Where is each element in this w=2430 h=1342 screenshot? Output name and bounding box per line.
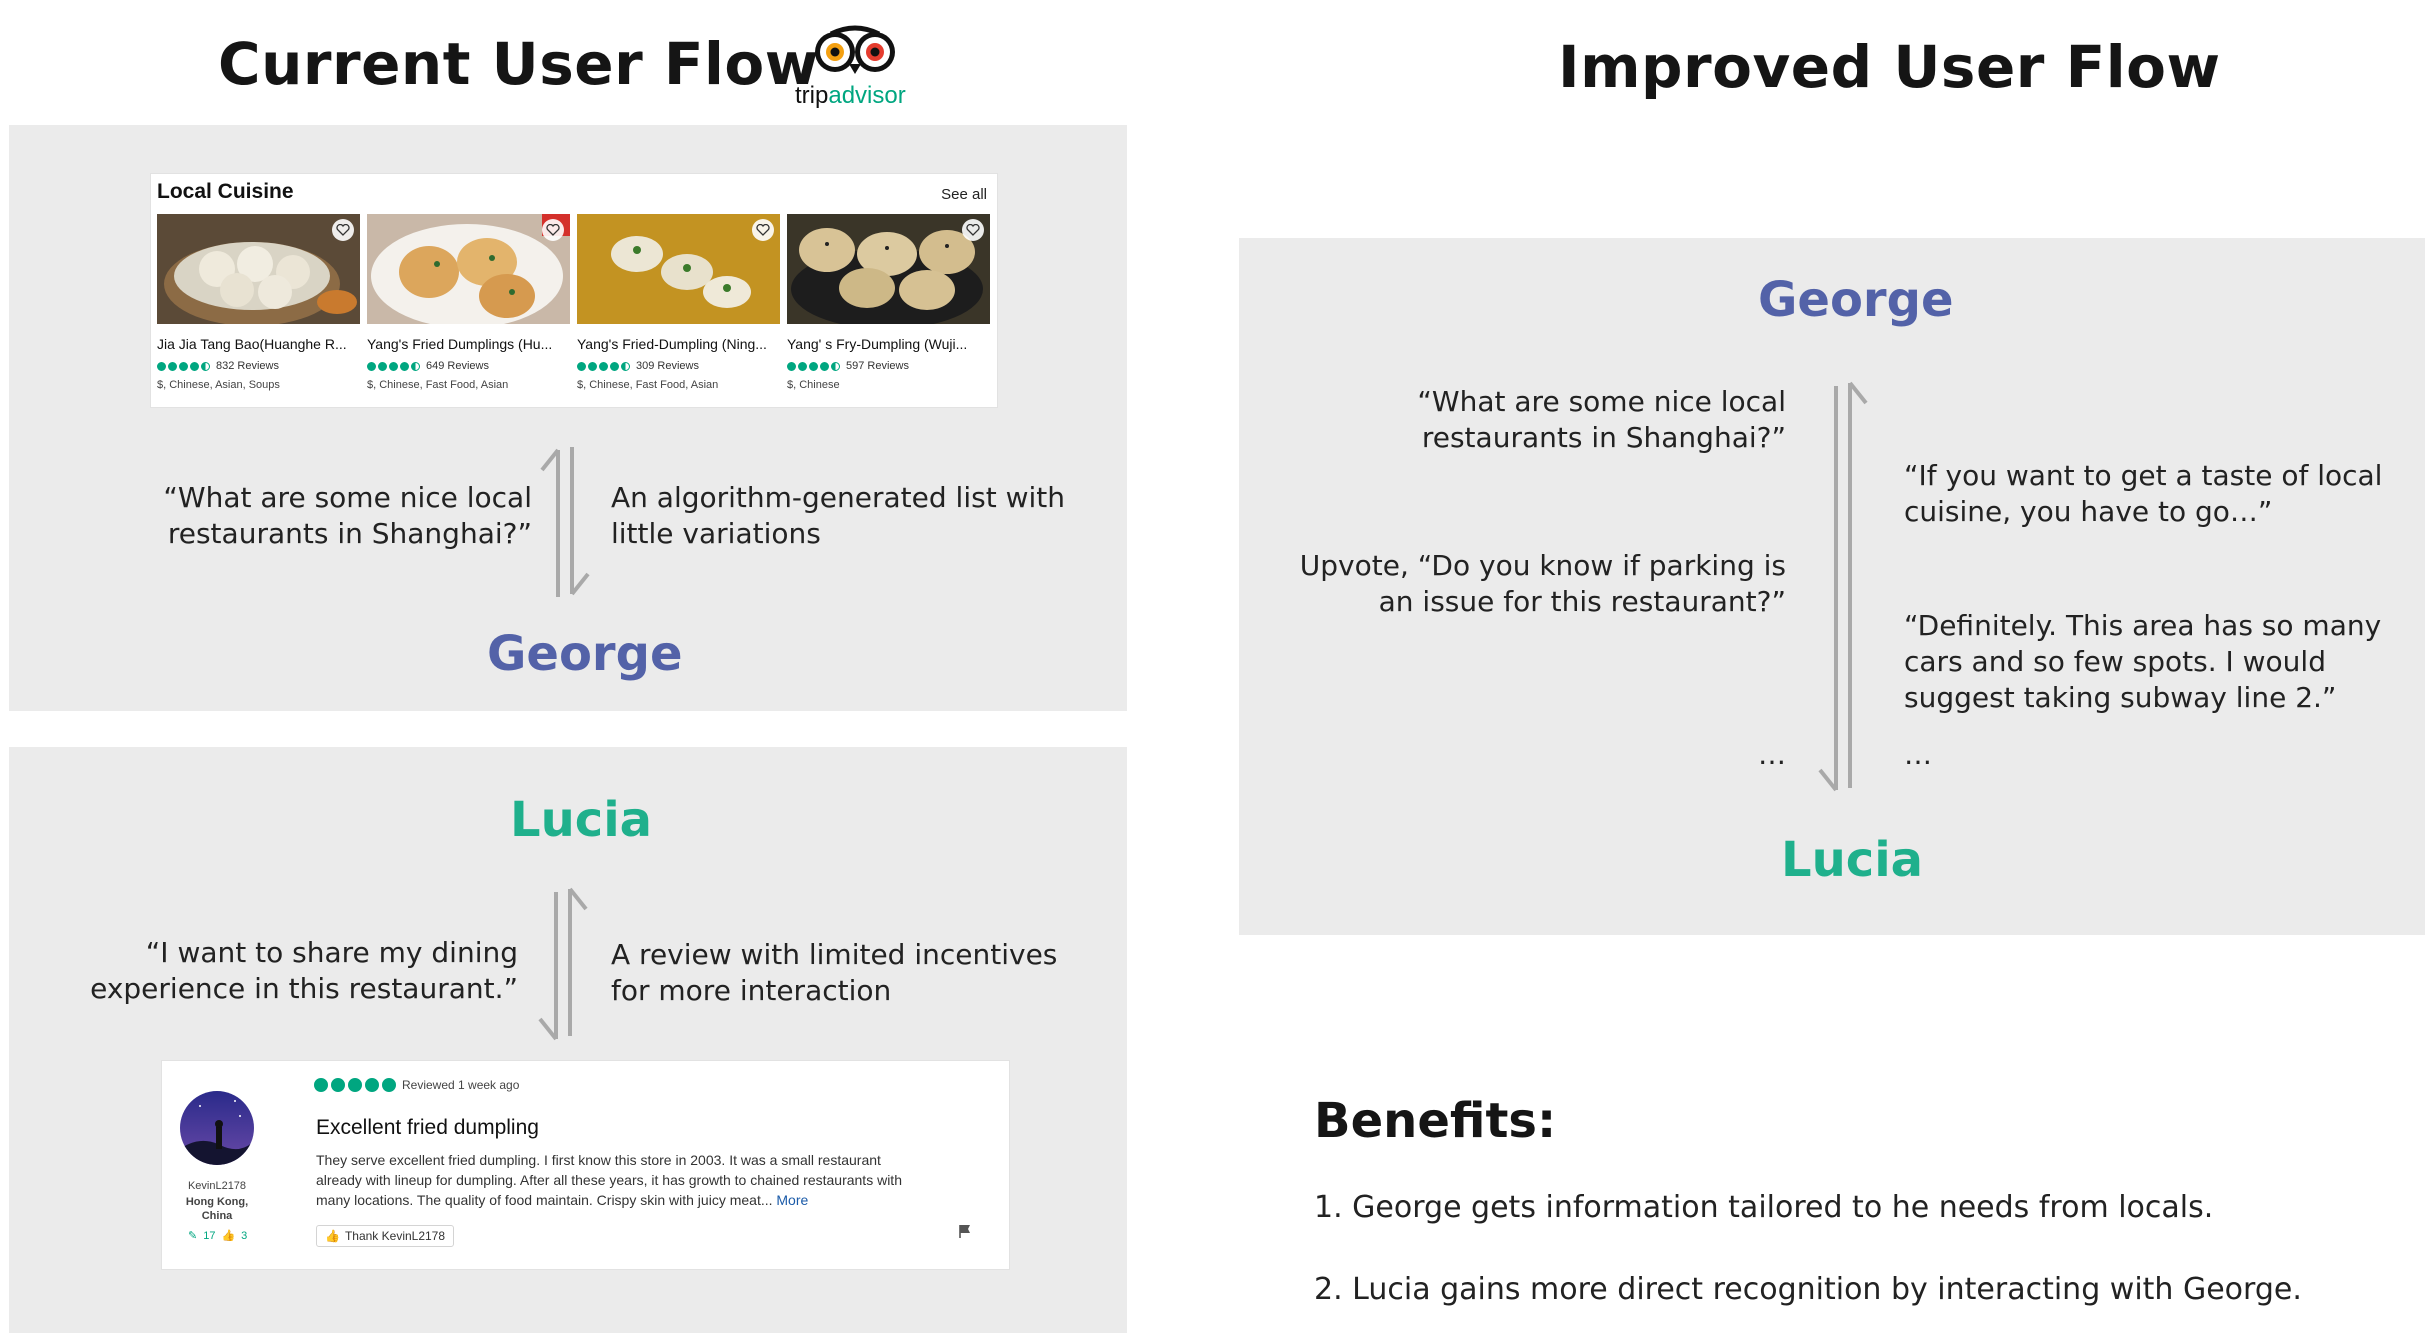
- tripadvisor-logo: tripadvisor: [795, 20, 915, 110]
- dumpling-steamer-image: [157, 214, 360, 324]
- contributions-icon: ✎: [188, 1230, 198, 1242]
- see-all-link[interactable]: See all: [941, 186, 987, 203]
- lucia-line-ellipsis: …: [1904, 738, 1932, 771]
- review-date: Reviewed 1 week ago: [402, 1078, 520, 1092]
- avatar[interactable]: [180, 1091, 254, 1165]
- card-title: Local Cuisine: [157, 180, 294, 203]
- flag-icon[interactable]: [957, 1223, 973, 1239]
- rating-bubbles-icon: [367, 361, 420, 371]
- thumbs-up-icon: 👍: [325, 1229, 340, 1243]
- restaurant-tags: $, Chinese, Fast Food, Asian: [367, 379, 509, 391]
- restaurant-name[interactable]: Yang' s Fry-Dumpling (Wuji...: [787, 336, 968, 352]
- system-answer: An algorithm-generated list with little …: [611, 481, 1065, 550]
- review-title[interactable]: Excellent fried dumpling: [316, 1116, 539, 1139]
- george-line-question: “What are some nice local restaurants in…: [1417, 385, 1786, 454]
- george-line-ellipsis: …: [1758, 738, 1786, 771]
- review-body: They serve excellent fried dumpling. I f…: [316, 1150, 916, 1210]
- improved-flow-heading: Improved User Flow: [1558, 33, 2221, 101]
- bidirectional-arrows-icon: [540, 447, 590, 597]
- restaurant-photo[interactable]: [787, 214, 990, 324]
- avatar-image: [180, 1091, 254, 1165]
- logo-text-advisor: advisor: [828, 82, 906, 109]
- lucia-line-suggestion: “If you want to get a taste of local cui…: [1904, 459, 2383, 528]
- restaurant-tags: $, Chinese, Asian, Soups: [157, 379, 280, 391]
- restaurant-rating: 597 Reviews: [787, 360, 909, 372]
- heart-icon[interactable]: [332, 219, 354, 241]
- review-rating: Reviewed 1 week ago: [314, 1078, 519, 1092]
- restaurant-rating: 309 Reviews: [577, 360, 699, 372]
- improved-flow-panel: [1239, 238, 2425, 935]
- heart-icon[interactable]: [542, 219, 564, 241]
- local-cuisine-card: Local Cuisine See all: [150, 173, 998, 408]
- bidirectional-arrows-icon: [1818, 381, 1868, 792]
- rating-bubbles-icon: [787, 361, 840, 371]
- contributions-count: 17: [203, 1229, 216, 1242]
- restaurant-tags: $, Chinese: [787, 379, 840, 391]
- reviewer-location-line1: Hong Kong,: [185, 1196, 249, 1208]
- review-card: KevinL2178 Hong Kong, China ✎ 17 👍 3 Revie…: [161, 1060, 1010, 1270]
- owl-icon: [815, 25, 895, 74]
- more-link[interactable]: More: [776, 1192, 809, 1208]
- logo-text-trip: trip: [795, 82, 829, 109]
- reviewer-username[interactable]: KevinL2178: [187, 1180, 247, 1192]
- thank-button[interactable]: 👍 Thank KevinL2178: [316, 1225, 455, 1247]
- benefit-item: 1. George gets information tailored to h…: [1314, 1190, 2214, 1225]
- review-count[interactable]: 597 Reviews: [846, 360, 909, 372]
- rating-bubbles-icon: [157, 361, 210, 371]
- george-label: George: [487, 626, 683, 682]
- review-count[interactable]: 649 Reviews: [426, 360, 489, 372]
- restaurant-tags: $, Chinese, Fast Food, Asian: [577, 379, 719, 391]
- sesame-dumpling-image: [787, 214, 990, 324]
- fried-dumpling-image: [367, 214, 570, 324]
- benefits-title: Benefits:: [1314, 1093, 1557, 1149]
- review-count[interactable]: 309 Reviews: [636, 360, 699, 372]
- restaurant-rating: 832 Reviews: [157, 360, 279, 372]
- restaurant-photo[interactable]: [367, 214, 570, 324]
- review-text: They serve excellent fried dumpling. I f…: [316, 1152, 902, 1208]
- lucia-statement: “I want to share my dining experience in…: [90, 936, 518, 1005]
- george-label: George: [1758, 272, 1954, 328]
- thank-label: Thank KevinL2178: [344, 1229, 446, 1243]
- bidirectional-arrows-icon: [538, 887, 588, 1041]
- restaurant-name[interactable]: Yang's Fried-Dumpling (Ning...: [577, 336, 767, 352]
- reviewer-stats: ✎ 17 👍 3: [188, 1229, 248, 1243]
- helpful-count: 3: [241, 1229, 248, 1242]
- lucia-line-parking: “Definitely. This area has so many cars …: [1904, 609, 2382, 714]
- dumpling-plate-image: [577, 214, 780, 324]
- george-line-upvote: Upvote, “Do you know if parking is an is…: [1299, 549, 1786, 618]
- restaurant-rating: 649 Reviews: [367, 360, 489, 372]
- benefit-item: 2. Lucia gains more direct recognition b…: [1314, 1272, 2302, 1307]
- rating-bubbles-icon: [577, 361, 630, 371]
- heart-icon[interactable]: [962, 219, 984, 241]
- restaurant-photo[interactable]: [577, 214, 780, 324]
- heart-icon[interactable]: [752, 219, 774, 241]
- rating-bubbles-icon: [314, 1078, 396, 1092]
- reviewer-location-line2: China: [201, 1210, 233, 1222]
- restaurant-name[interactable]: Yang's Fried Dumplings (Hu...: [367, 336, 553, 352]
- review-result: A review with limited incentives for mor…: [611, 938, 1058, 1007]
- george-question: “What are some nice local restaurants in…: [163, 481, 532, 550]
- review-count[interactable]: 832 Reviews: [216, 360, 279, 372]
- helpful-votes-icon: 👍: [221, 1230, 236, 1242]
- lucia-label: Lucia: [510, 792, 653, 848]
- restaurant-name[interactable]: Jia Jia Tang Bao(Huanghe R...: [157, 336, 347, 352]
- restaurant-photo[interactable]: [157, 214, 360, 324]
- lucia-label: Lucia: [1781, 832, 1924, 888]
- current-flow-heading: Current User Flow: [218, 30, 819, 98]
